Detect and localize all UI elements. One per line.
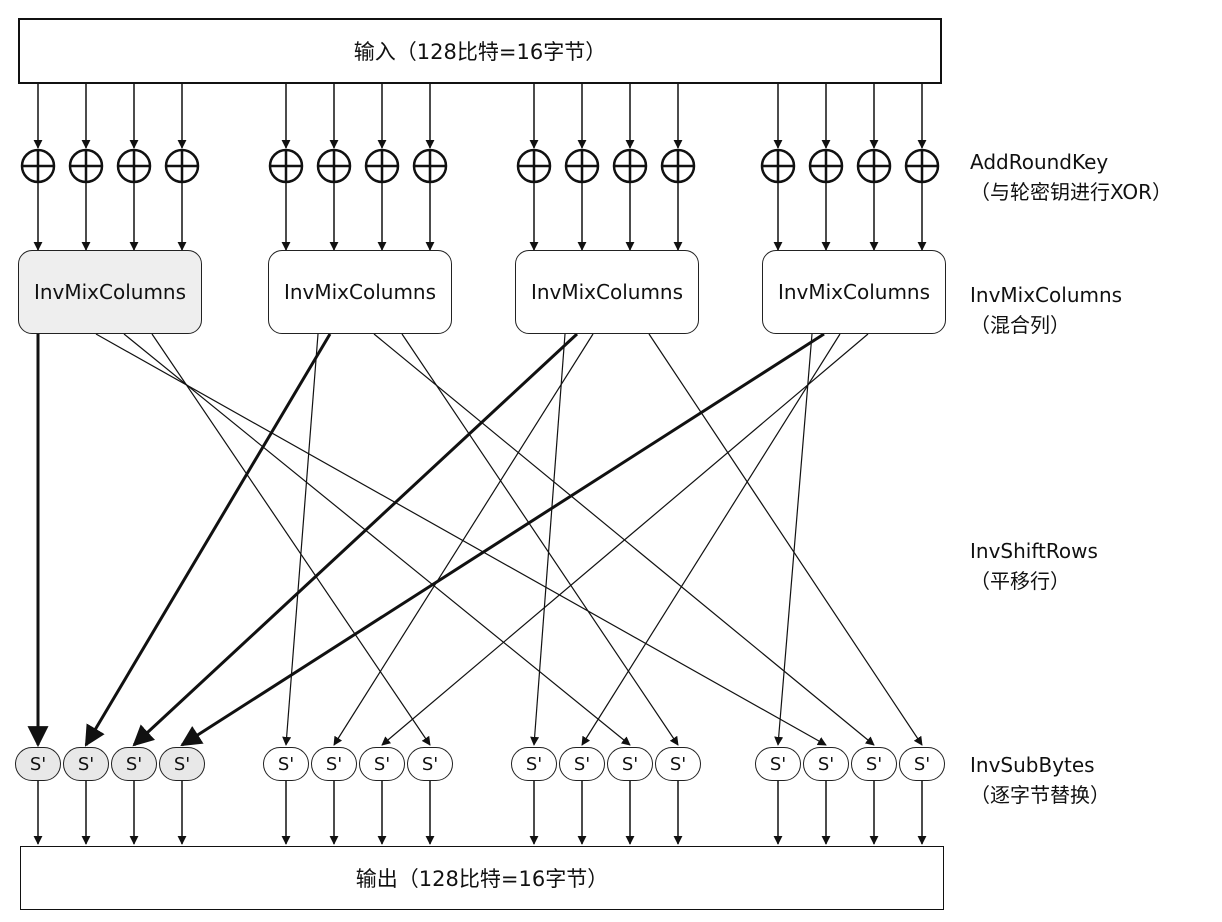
- xor-icon: [564, 148, 600, 184]
- shift-line: [123, 333, 631, 746]
- sbox: S': [559, 747, 605, 781]
- xor-icon: [20, 148, 56, 184]
- xor-to-mixcolumns-arrows: [33, 182, 927, 251]
- inv-sub-bytes-desc: （逐字节替换）: [970, 783, 1110, 807]
- inv-mix-columns-label: InvMixColumns （混合列）: [970, 280, 1122, 340]
- inv-mix-columns-box-1: InvMixColumns: [18, 250, 202, 334]
- inv-shift-rows-label: InvShiftRows （平移行）: [970, 536, 1098, 596]
- sbox: S': [263, 747, 309, 781]
- shift-line: [373, 333, 875, 746]
- mix-label: InvMixColumns: [33, 280, 187, 304]
- xor-symbols: [20, 148, 940, 184]
- output-box: 输出（128比特=16字节）: [20, 846, 944, 910]
- inv-mix-columns-box-4: InvMixColumns: [762, 250, 946, 334]
- sbox: S': [607, 747, 653, 781]
- xor-icon: [116, 148, 152, 184]
- inv-mix-columns-box-3: InvMixColumns: [515, 250, 699, 334]
- sbox: S': [655, 747, 701, 781]
- input-box: 输入（128比特=16字节）: [18, 18, 942, 84]
- input-to-xor-arrows: [33, 84, 927, 149]
- inv-mix-columns-name: InvMixColumns: [970, 283, 1123, 307]
- xor-icon: [364, 148, 400, 184]
- sbox: S': [511, 747, 557, 781]
- shift-line: [381, 333, 869, 746]
- input-label: 输入（128比特=16字节）: [353, 40, 607, 64]
- xor-icon: [808, 148, 844, 184]
- sbox: S': [851, 747, 897, 781]
- xor-icon: [68, 148, 104, 184]
- mix-label: InvMixColumns: [777, 280, 931, 304]
- inv-mix-columns-box-2: InvMixColumns: [268, 250, 452, 334]
- shift-line: [151, 333, 431, 746]
- shift-line: [401, 333, 679, 746]
- sbox: S': [899, 747, 945, 781]
- xor-icon: [268, 148, 304, 184]
- xor-icon: [760, 148, 796, 184]
- mix-label: InvMixColumns: [530, 280, 684, 304]
- xor-icon: [904, 148, 940, 184]
- shift-line: [333, 333, 594, 746]
- shift-line: [530, 333, 566, 746]
- xor-icon: [856, 148, 892, 184]
- inv-sub-bytes-label: InvSubBytes （逐字节替换）: [970, 750, 1110, 810]
- sbox: S': [15, 747, 61, 781]
- sbox: S': [311, 747, 357, 781]
- sbox: S': [359, 747, 405, 781]
- shift-line-bold: [84, 333, 332, 747]
- inv-sub-bytes-name: InvSubBytes: [970, 753, 1095, 777]
- shift-line: [774, 333, 813, 746]
- inv-mix-columns-desc: （混合列）: [970, 313, 1070, 337]
- shift-line: [95, 333, 827, 746]
- xor-icon: [516, 148, 552, 184]
- add-round-key-label: AddRoundKey （与轮密钥进行XOR）: [970, 147, 1172, 207]
- inv-shift-rows-desc: （平移行）: [970, 569, 1070, 593]
- xor-icon: [164, 148, 200, 184]
- output-label: 输出（128比特=16字节）: [355, 867, 609, 891]
- xor-icon: [412, 148, 448, 184]
- shift-line: [581, 333, 841, 746]
- shift-line-bold: [180, 332, 825, 747]
- shift-rows-lines: [27, 332, 923, 748]
- mix-label: InvMixColumns: [283, 280, 437, 304]
- shift-line-bold: [132, 332, 579, 747]
- sbox: S': [407, 747, 453, 781]
- sbox: S': [111, 747, 157, 781]
- sbox-to-output-arrows: [33, 781, 927, 845]
- xor-icon: [316, 148, 352, 184]
- inv-shift-rows-name: InvShiftRows: [970, 539, 1098, 563]
- sbox: S': [63, 747, 109, 781]
- add-round-key-name: AddRoundKey: [970, 150, 1109, 174]
- xor-icon: [660, 148, 696, 184]
- add-round-key-desc: （与轮密钥进行XOR）: [970, 180, 1173, 204]
- sbox: S': [159, 747, 205, 781]
- shift-line: [648, 333, 923, 746]
- sbox: S': [755, 747, 801, 781]
- xor-icon: [612, 148, 648, 184]
- sbox: S': [803, 747, 849, 781]
